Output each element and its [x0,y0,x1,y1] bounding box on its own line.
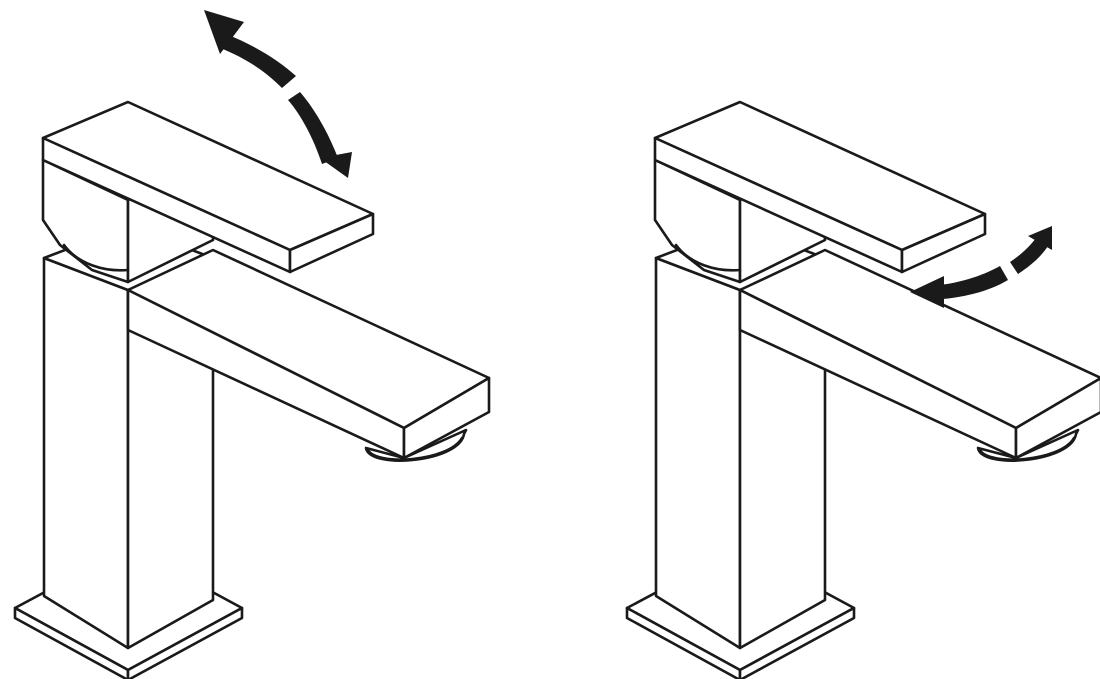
curved-double-arrow-horizontal-icon [910,226,1052,308]
faucet-right [625,100,1100,679]
faucet-left [13,10,491,679]
curved-double-arrow-vertical-icon [204,10,352,178]
